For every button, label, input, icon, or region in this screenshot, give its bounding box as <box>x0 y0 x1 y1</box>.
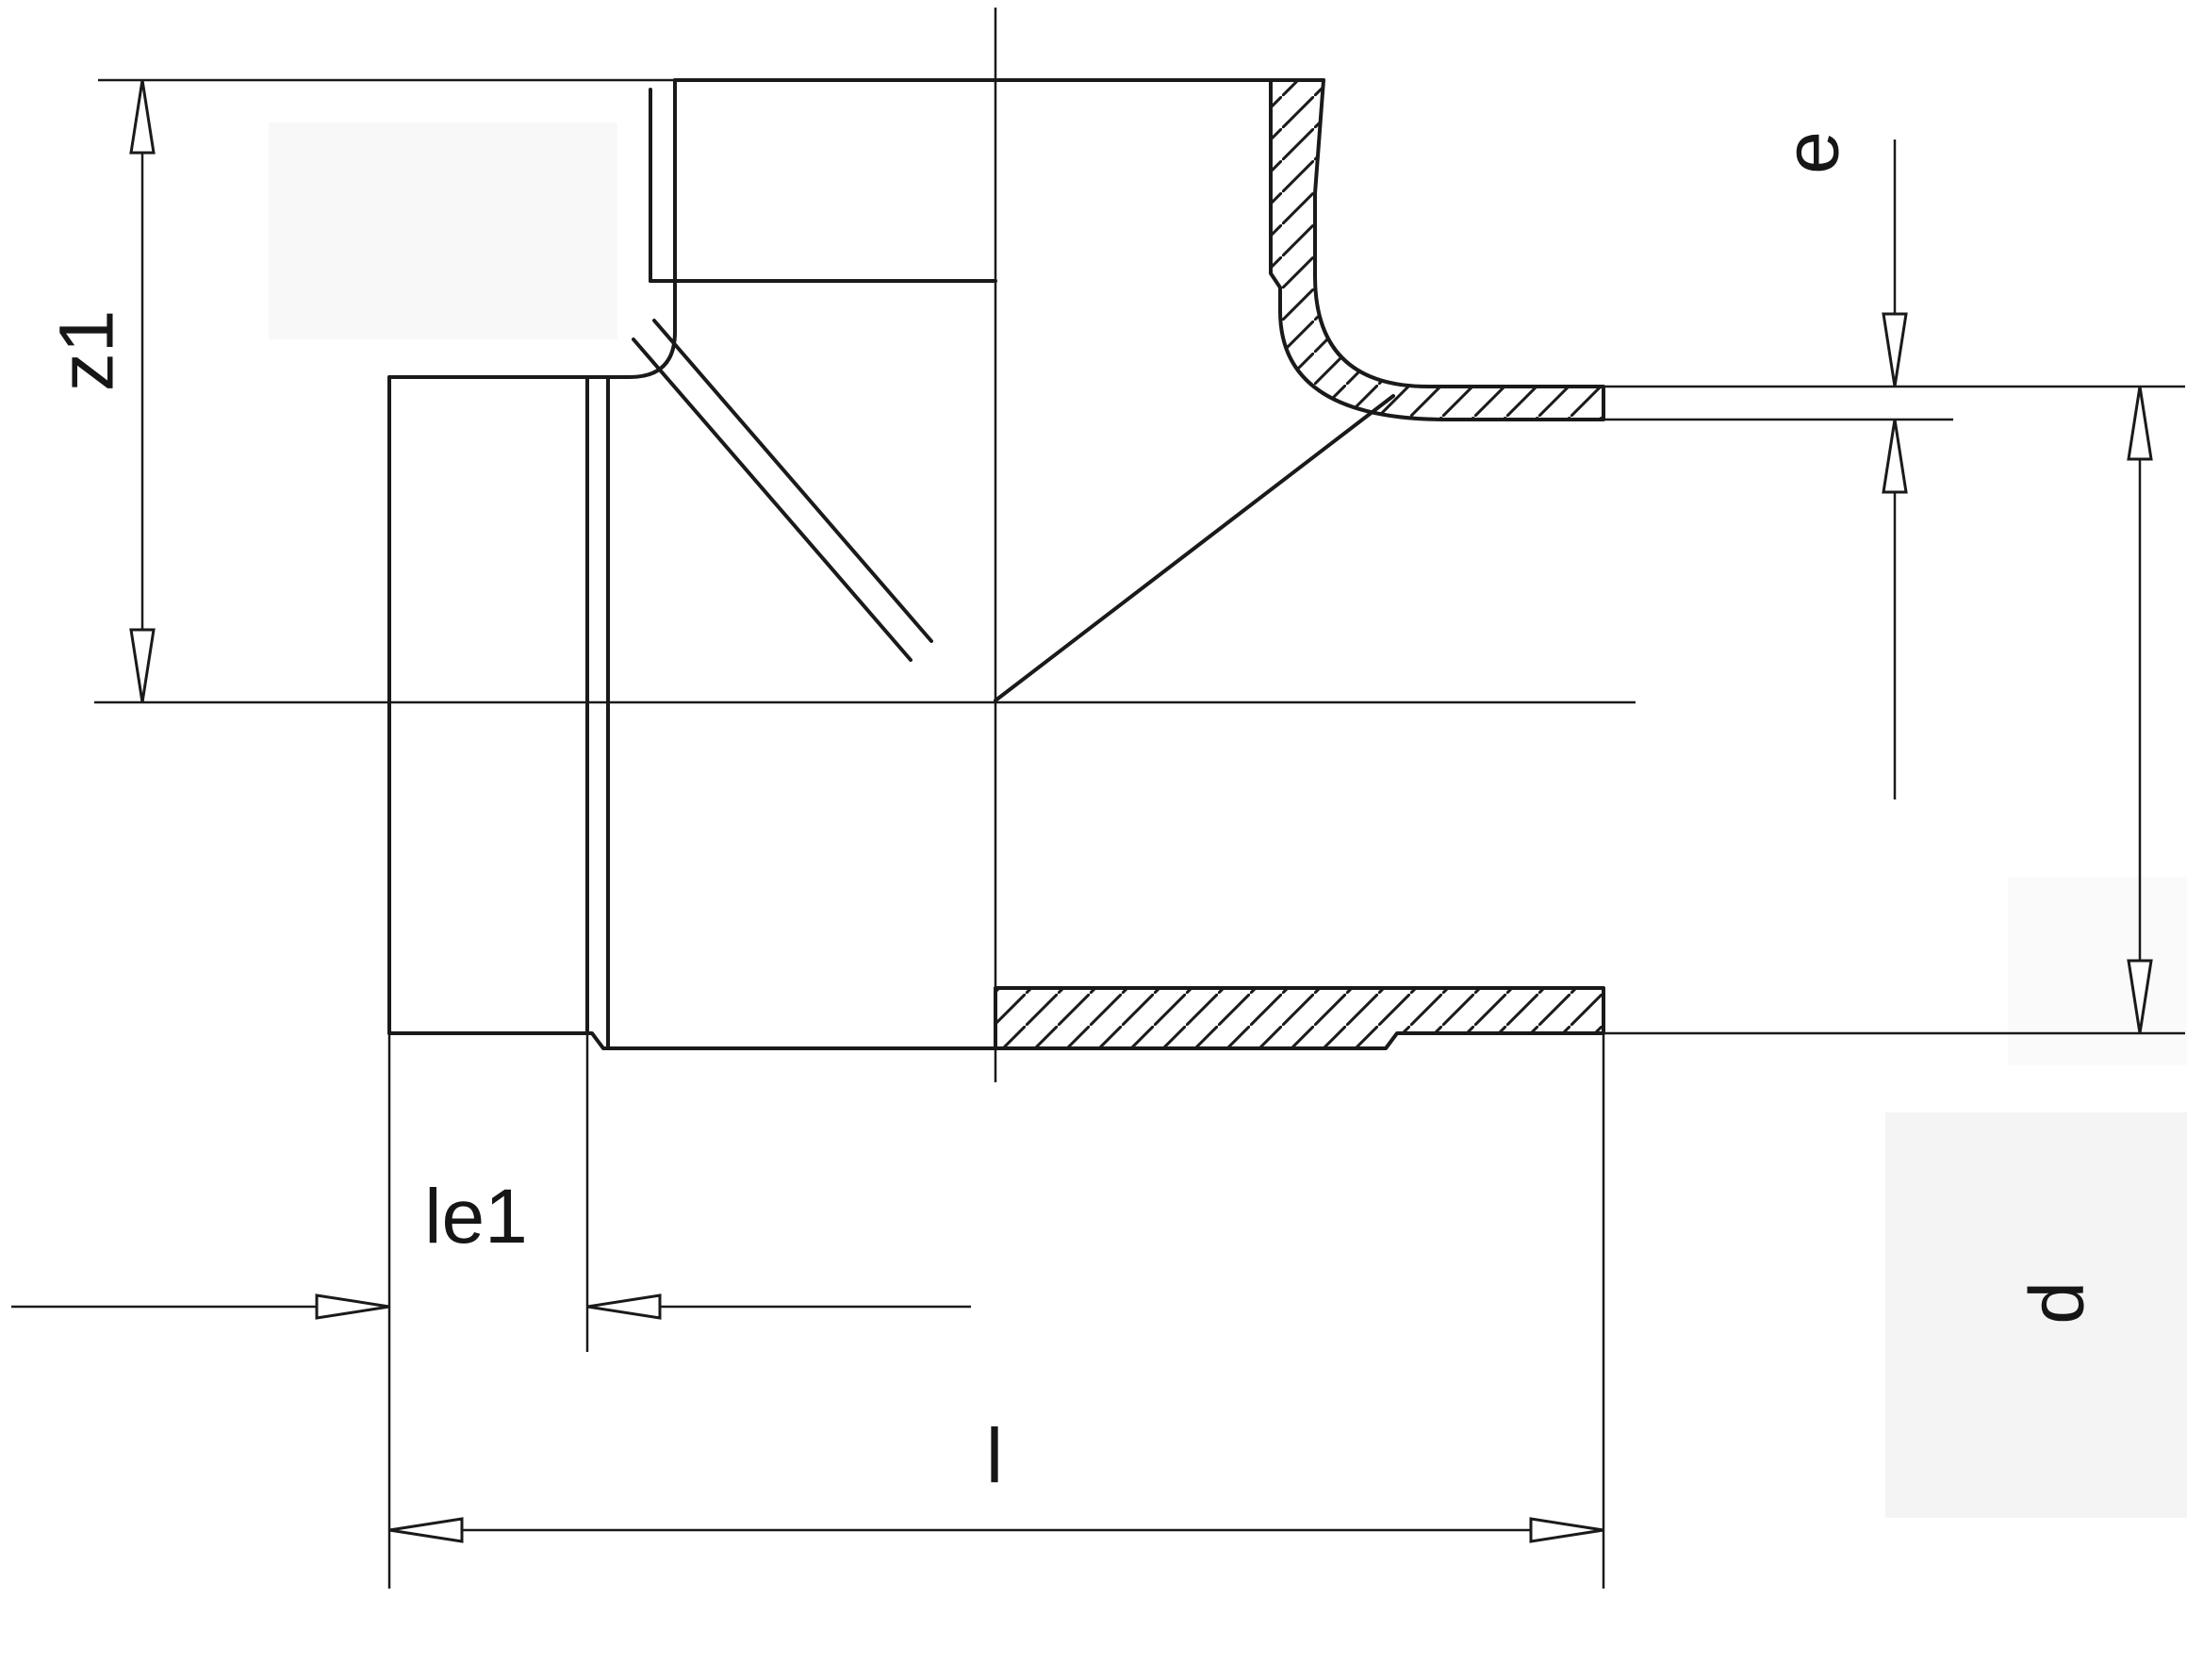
branch-wall-section <box>1269 78 1605 421</box>
dimension-z1: z1 <box>44 78 675 703</box>
dimension-label-e: e <box>1769 131 1855 174</box>
branch-left-profile <box>387 78 677 379</box>
scan-artifact <box>1885 1112 2187 1518</box>
l-arrow-left <box>388 1517 464 1543</box>
bore-cone-edge-left-1 <box>652 319 933 643</box>
section-hatching <box>994 78 1605 1050</box>
dimension-label-l: l <box>986 1413 1003 1499</box>
l-arrow-right <box>1529 1517 1604 1543</box>
run-wall-section <box>994 986 1605 1050</box>
z1-arrow-down <box>129 628 156 703</box>
scan-artifacts <box>269 123 2187 1518</box>
le1-arrow-right <box>315 1293 390 1320</box>
dimension-e: e <box>1603 131 2185 799</box>
e-arrow-down <box>1882 312 1908 387</box>
dimension-label-le1: le1 <box>424 1174 527 1260</box>
dimension-label-d: d <box>2014 1281 2100 1325</box>
tee-outline <box>387 78 1395 1050</box>
bore-cone-edge-right <box>994 394 1395 702</box>
d-arrow-down <box>2127 959 2153 1034</box>
le1-arrow-left <box>586 1293 662 1320</box>
dimension-le1: le1 <box>11 1033 971 1589</box>
run-bottom-edge <box>387 1031 997 1050</box>
z1-arrow-up <box>129 79 156 155</box>
centerlines <box>94 8 1636 1082</box>
e-arrow-up <box>1882 419 1908 494</box>
dimension-label-z1: z1 <box>44 310 130 392</box>
dimension-l: l <box>388 1033 1605 1589</box>
dimension-d: d <box>1603 386 2185 1325</box>
d-arrow-up <box>2127 386 2153 461</box>
bore-cone-edge-left-2 <box>632 338 913 662</box>
scan-artifact <box>2008 877 2187 1065</box>
scan-artifact <box>269 123 617 339</box>
